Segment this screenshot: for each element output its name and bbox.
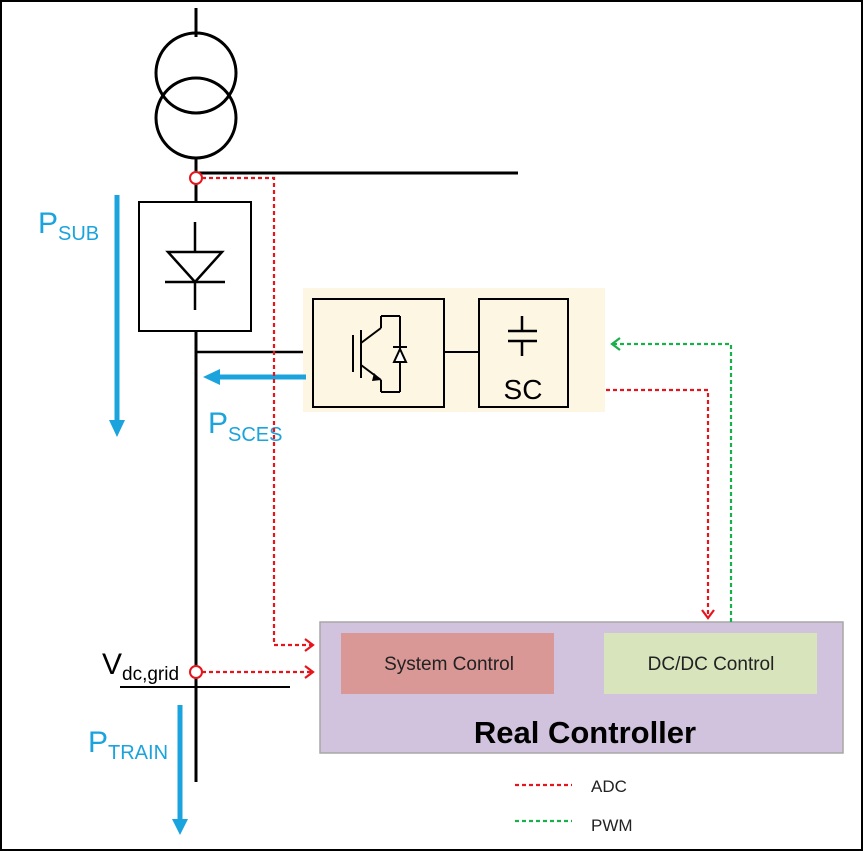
sc-label: SC <box>504 374 543 405</box>
dcdc-control-label: DC/DC Control <box>648 654 775 675</box>
adc-arrowheads <box>304 609 715 679</box>
system-control-label: System Control <box>384 654 514 675</box>
p-train-label: PTRAIN <box>88 726 168 764</box>
p-sces-arrow <box>203 369 306 385</box>
legend-pwm-label: PWM <box>591 816 633 835</box>
p-sces-label: PSCES <box>208 407 282 446</box>
dcdc-converter-box <box>312 298 445 408</box>
real-controller-title: Real Controller <box>474 715 696 750</box>
dcdc-control-block <box>604 633 817 694</box>
rectifier-diode-box <box>138 201 252 332</box>
p-sub-label: PSUB <box>38 207 99 245</box>
transformer-symbol <box>154 8 238 174</box>
p-sub-arrow <box>109 195 125 437</box>
adc-signal-lines <box>202 176 710 674</box>
p-train-arrow <box>172 705 188 835</box>
legend-adc-label: ADC <box>591 777 627 796</box>
measurement-point-dc <box>189 665 203 679</box>
system-control-block <box>341 633 554 694</box>
v-dc-grid-label: Vdc,grid <box>102 648 179 685</box>
measurement-point-ac <box>189 171 203 185</box>
supercapacitor-box: SC <box>478 298 569 408</box>
pwm-signal-line <box>610 337 733 622</box>
